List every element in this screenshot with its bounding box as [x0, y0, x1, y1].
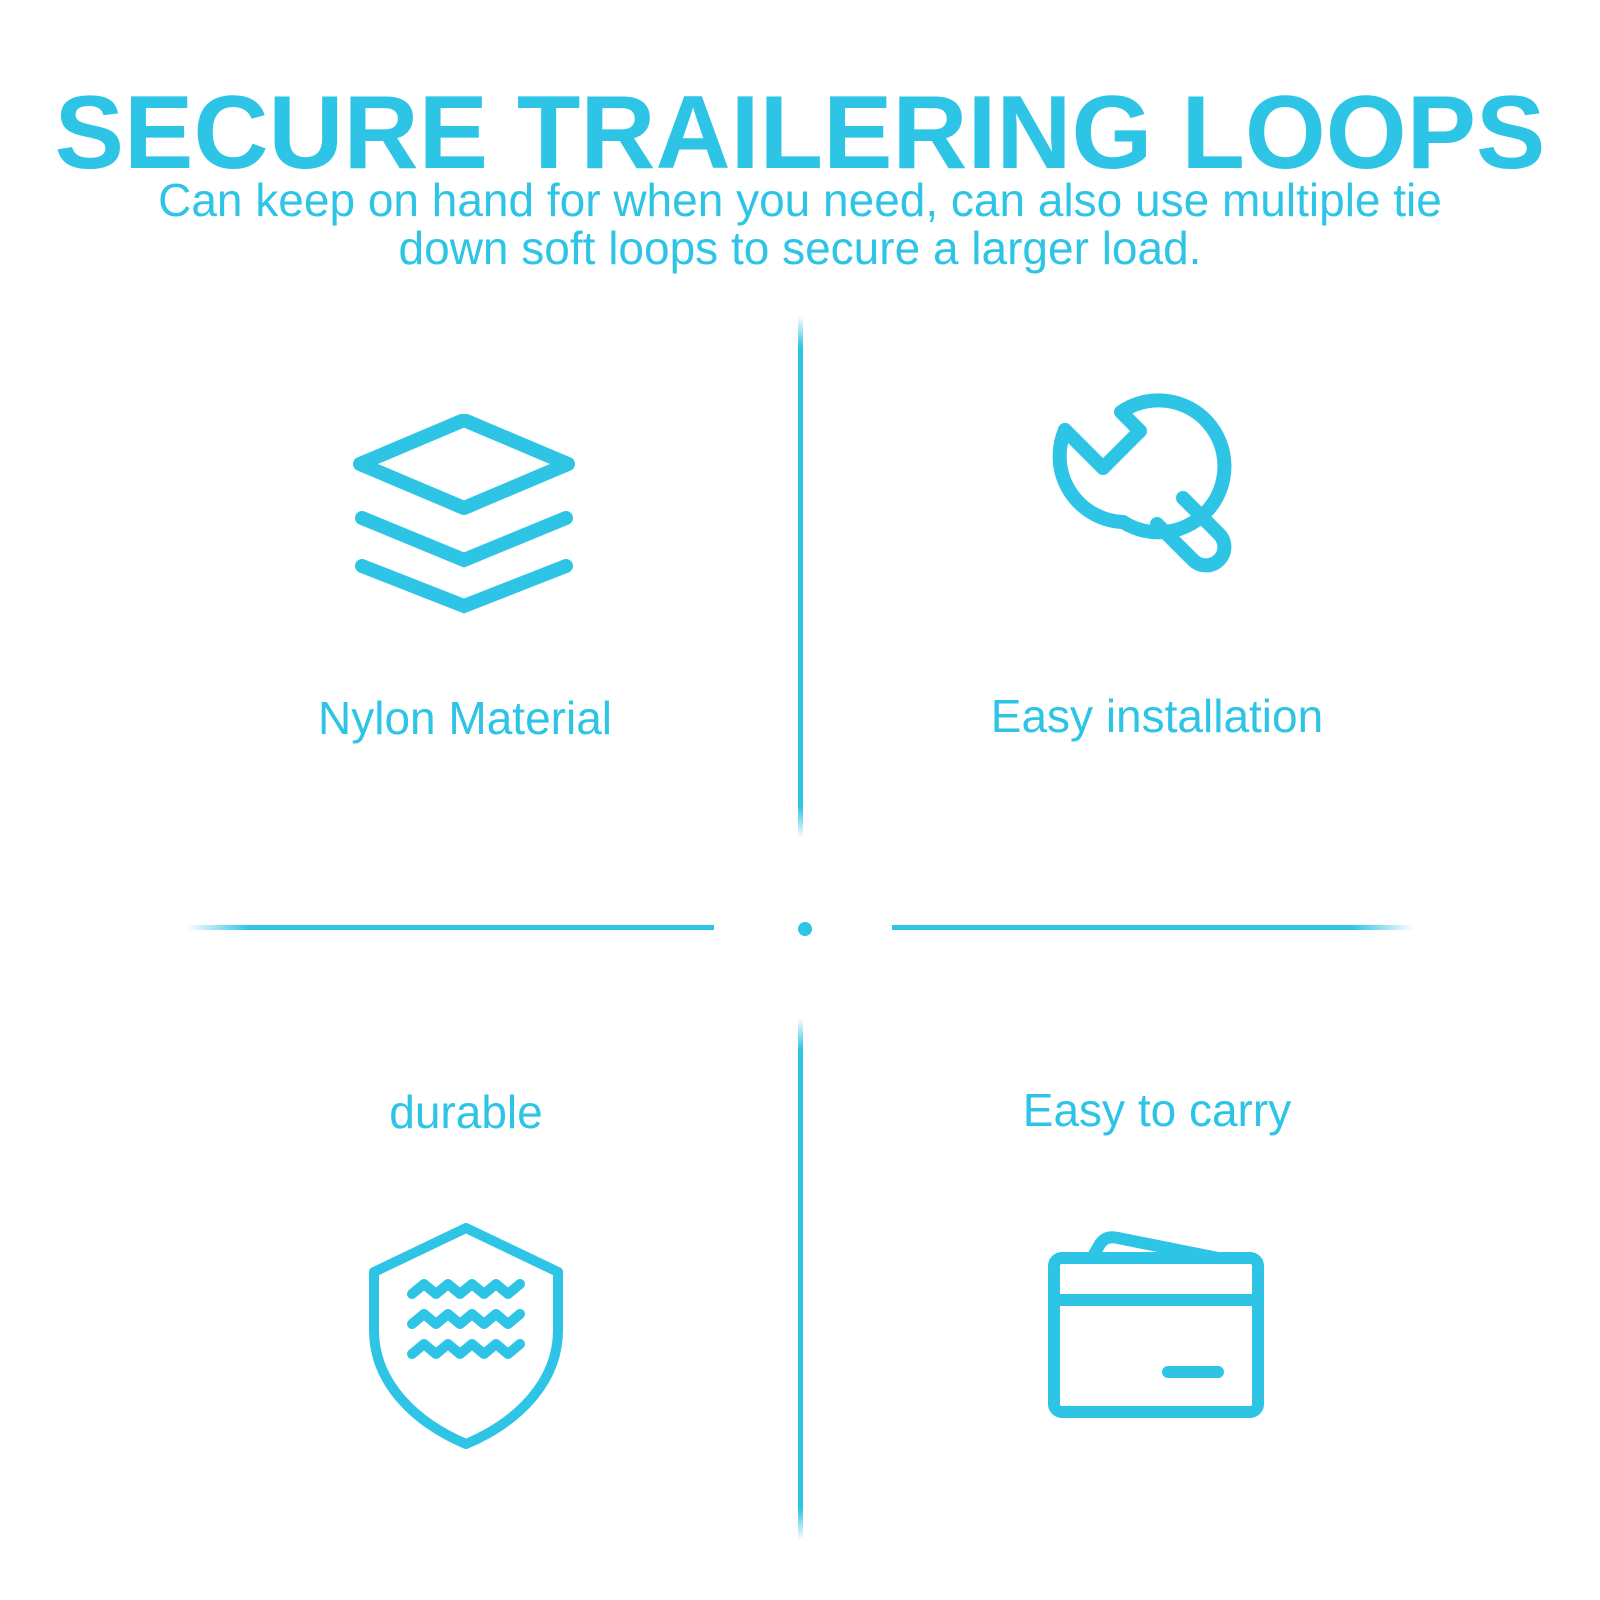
horizontal-divider-right	[892, 925, 1414, 930]
feature-label-easy-to-carry: Easy to carry	[1022, 1084, 1292, 1136]
center-dot	[798, 922, 812, 936]
vertical-divider-bottom	[798, 1018, 803, 1540]
vertical-divider-top	[798, 316, 803, 838]
page-subtitle: Can keep on hand for when you need, can …	[158, 174, 1442, 274]
feature-label-durable: durable	[389, 1086, 543, 1138]
feature-label-easy-installation: Easy installation	[990, 690, 1324, 742]
layers-icon	[352, 414, 576, 614]
wallet-icon	[1048, 1222, 1268, 1422]
waterproof-shield-icon	[368, 1222, 568, 1452]
horizontal-divider-left	[186, 925, 714, 930]
page-title: SECURE TRAILERING LOOPS	[54, 75, 1546, 191]
wrench-icon	[1045, 386, 1245, 586]
feature-label-nylon-material: Nylon Material	[318, 692, 612, 744]
